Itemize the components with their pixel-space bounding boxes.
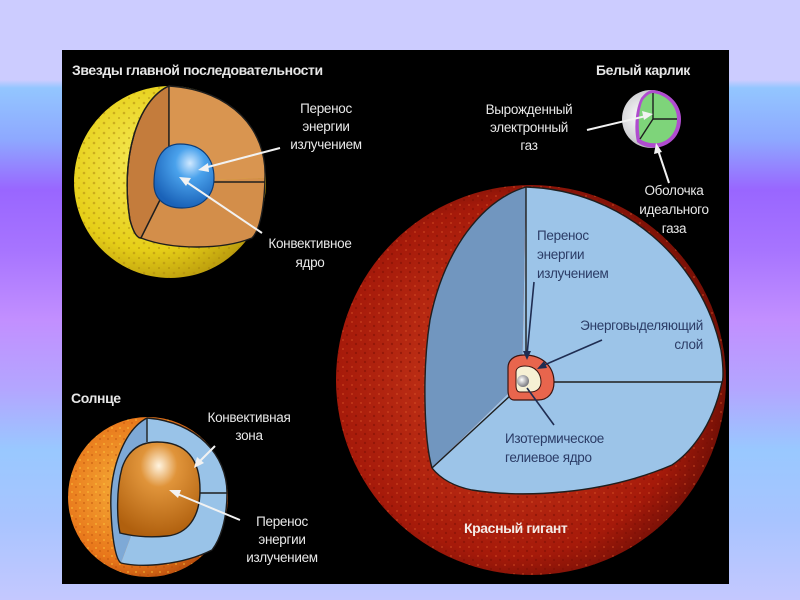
main-sequence-title: Звезды главной последовательности <box>72 62 323 78</box>
arrowhead-icon <box>523 351 531 360</box>
label-line: электронный <box>490 120 568 135</box>
label-line: Перенос <box>256 514 308 529</box>
main-sequence-radiative-label: Перенос энергии излучением <box>290 101 362 152</box>
label-line: излучением <box>537 266 609 281</box>
label-line: идеального <box>639 202 708 217</box>
red-giant-shell-label: Энерговыделяющий слой <box>580 318 703 352</box>
red-giant-core-label: Изотермическое гелиевое ядро <box>505 431 604 465</box>
white-dwarf-degenerate-core <box>638 93 677 144</box>
label-line: Конвективная <box>208 410 291 425</box>
label-line: энергии <box>302 119 349 134</box>
label-line: Вырожденный <box>486 102 573 117</box>
main-sequence-convective-core <box>153 143 215 209</box>
arrowhead-icon <box>169 490 181 498</box>
label-line: газ <box>520 138 537 153</box>
main-sequence-star <box>74 84 266 278</box>
red-giant-inner-face <box>424 187 526 468</box>
main-sequence-core-label: Конвективное ядро <box>268 236 351 270</box>
sun-radiative-core <box>116 441 201 538</box>
arrowhead-icon <box>642 111 653 120</box>
stellar-structure-diagram: Звезды главной последовательности Белый … <box>68 62 726 577</box>
white-dwarf-shell-label: Оболочка идеального газа <box>639 183 709 236</box>
white-dwarf-star <box>622 90 681 148</box>
arrowhead-icon <box>537 361 547 369</box>
arrow-rg-shell <box>541 339 603 367</box>
label-line: Перенос <box>300 101 352 116</box>
label-line: энергии <box>537 247 584 262</box>
label-line: слой <box>674 337 703 352</box>
arrow-ms-radiative <box>203 147 281 169</box>
diagram-panel: Звезды главной последовательности Белый … <box>62 50 729 584</box>
label-line: Оболочка <box>644 183 704 198</box>
arrow-sun-radiative <box>174 492 241 521</box>
red-giant-title: Красный гигант <box>464 520 568 536</box>
arrow-sun-convective <box>198 445 216 463</box>
label-line: зона <box>235 428 263 443</box>
arrowhead-icon <box>194 457 204 468</box>
label-line: ядро <box>295 255 324 270</box>
label-line: Энерговыделяющий <box>580 318 703 333</box>
arrowhead-icon <box>179 177 191 186</box>
label-line: Конвективное <box>268 236 351 251</box>
pointer-arrows <box>169 111 670 521</box>
arrow-wd-shell <box>657 149 670 184</box>
red-giant-core-ball <box>517 375 529 387</box>
sun-radiative-label: Перенос энергии излучением <box>246 514 318 565</box>
label-line: Изотермическое <box>505 431 604 446</box>
arrowhead-icon <box>654 143 662 154</box>
arrow-rg-radiative <box>526 281 535 356</box>
label-line: энергии <box>258 532 305 547</box>
arrow-ms-core <box>184 180 263 234</box>
label-line: Перенос <box>537 228 589 243</box>
red-giant-radiative-zone <box>432 187 723 494</box>
label-line: газа <box>662 221 687 236</box>
sun-title: Солнце <box>71 390 121 406</box>
red-giant-radiative-label: Перенос энергии излучением <box>537 228 609 281</box>
arrowhead-icon <box>198 163 209 172</box>
label-line: излучением <box>246 550 318 565</box>
white-dwarf-title: Белый карлик <box>596 62 691 78</box>
white-dwarf-core-label: Вырожденный электронный газ <box>486 102 573 153</box>
red-giant-star <box>336 185 726 575</box>
sun-star <box>68 417 228 577</box>
sun-convective-label: Конвективная зона <box>208 410 291 443</box>
label-line: излучением <box>290 137 362 152</box>
label-line: гелиевое ядро <box>505 450 592 465</box>
arrow-wd-core <box>586 115 647 131</box>
arrow-rg-core <box>526 387 555 426</box>
